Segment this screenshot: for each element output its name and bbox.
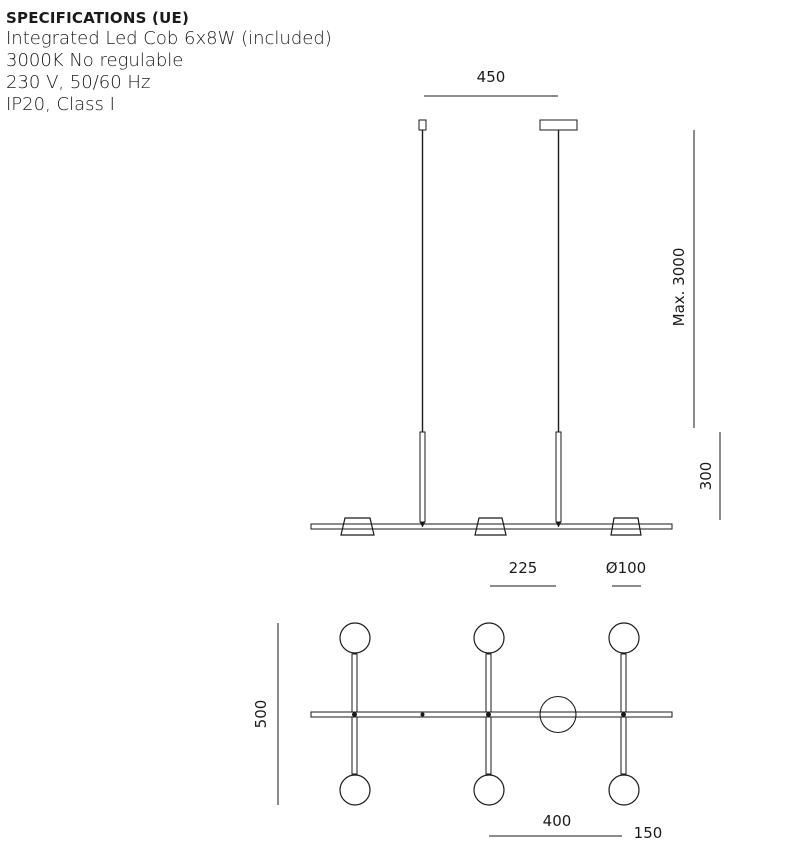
globe-bottom-center (473, 774, 505, 806)
suspension-point (420, 712, 425, 717)
canopy-outline (539, 695, 577, 734)
joint-right (621, 712, 626, 717)
spec-color-temperature: 3000K No regulable (6, 50, 184, 71)
left-canopy (418, 119, 427, 131)
globe-bottom-right (608, 774, 640, 806)
label-diameter-100: Ø100 (606, 559, 646, 577)
label-450: 450 (477, 68, 506, 86)
globe-top-center (473, 622, 505, 654)
globe-top-left (339, 622, 371, 654)
joint-center (486, 712, 491, 717)
right-canopy (539, 119, 578, 131)
specifications-block: SPECIFICATIONS (UE) Integrated Led Cob 6… (6, 8, 332, 116)
shade-center (474, 517, 507, 536)
spec-voltage: 230 V, 50/60 Hz (6, 72, 151, 93)
spec-protection: IP20, Class I (6, 94, 115, 115)
horizontal-bar (310, 523, 673, 530)
label-max-3000: Max. 3000 (670, 248, 688, 327)
front-elevation (310, 95, 721, 587)
label-400: 400 (543, 812, 572, 830)
joint-left (352, 712, 357, 717)
plan-view (277, 622, 673, 837)
specifications-heading: SPECIFICATIONS (UE) (6, 9, 189, 27)
label-225: 225 (509, 559, 538, 577)
right-stem (555, 431, 562, 523)
shade-right (610, 517, 642, 536)
plan-bar (310, 711, 673, 718)
label-300: 300 (697, 462, 715, 491)
left-stem (419, 431, 426, 523)
globe-bottom-left (339, 774, 371, 806)
spec-led: Integrated Led Cob 6x8W (included) (6, 28, 332, 49)
shade-left (340, 517, 375, 536)
globe-top-right (608, 622, 640, 654)
label-150: 150 (634, 824, 663, 842)
label-500: 500 (252, 700, 270, 729)
